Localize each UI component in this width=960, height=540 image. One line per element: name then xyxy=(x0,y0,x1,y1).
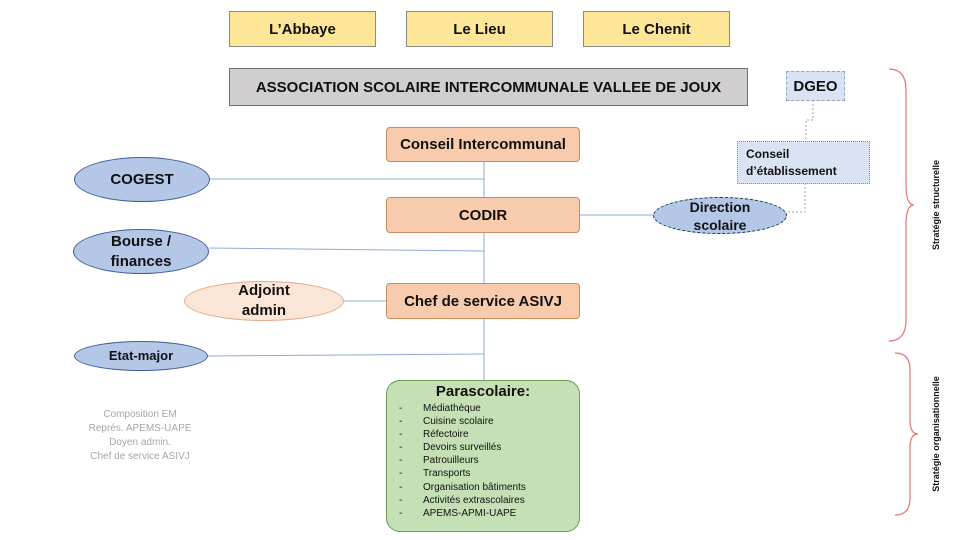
strategie-structurelle-wrapper: Stratégie structurelle xyxy=(876,160,960,250)
strategie-structurelle-label: Stratégie structurelle xyxy=(931,159,941,251)
parascolaire-item: -Organisation bâtiments xyxy=(399,481,526,493)
commune-le-chenit: Le Chenit xyxy=(583,11,730,47)
bourse-finances-ellipse: Bourse / finances xyxy=(73,229,209,274)
direction-scolaire-ellipse: Direction scolaire xyxy=(653,197,787,234)
strategie-organisationnelle-label: Stratégie organisationnelle xyxy=(931,376,941,492)
parascolaire-item: -Cuisine scolaire xyxy=(399,416,494,428)
adjoint-admin-ellipse: Adjoint admin xyxy=(184,281,344,321)
parascolaire-item: -Médiathèque xyxy=(399,403,481,414)
parascolaire-item: -Devoirs surveillés xyxy=(399,442,502,454)
adjoint-line1: Adjoint xyxy=(238,282,290,299)
parascolaire-title: Parascolaire: xyxy=(435,383,531,400)
commune-le-lieu: Le Lieu xyxy=(406,11,553,47)
parascolaire-item: -Réfectoire xyxy=(399,429,469,441)
parascolaire-item: -Transports xyxy=(399,468,471,480)
bourse-line1: Bourse / xyxy=(110,232,171,250)
composition-line: Doyen admin. xyxy=(109,437,171,448)
conseil-etablissement-line1: Conseil xyxy=(746,146,790,161)
conseil-etablissement-box: Conseil d’établissement xyxy=(737,141,870,184)
etat-major-connector xyxy=(207,353,485,357)
parascolaire-list: -Médiathèque -Cuisine scolaire -Réfectoi… xyxy=(387,402,579,520)
composition-em-note: Composition EM Représ. APEMS-UAPE Doyen … xyxy=(70,408,210,464)
chef-service-box: Chef de service ASIVJ xyxy=(386,283,580,319)
strategie-organisationnelle-wrapper: Stratégie organisationnelle xyxy=(871,376,960,492)
association-title: ASSOCIATION SCOLAIRE INTERCOMMUNALE VALL… xyxy=(229,68,748,106)
parascolaire-box: Parascolaire: -Médiathèque -Cuisine scol… xyxy=(386,380,580,532)
cogest-ellipse: COGEST xyxy=(74,157,210,202)
dgeo-box: DGEO xyxy=(786,71,845,101)
bourse-connector xyxy=(208,247,485,252)
dgeo-dotted-connector xyxy=(805,100,814,141)
etat-major-ellipse: Etat-major xyxy=(74,341,208,371)
strategie-structurelle-bracket xyxy=(888,68,915,342)
parascolaire-item: -Activités extrascolaires xyxy=(399,494,525,506)
adjoint-line2: admin xyxy=(241,302,287,319)
bourse-line2: finances xyxy=(110,252,172,270)
commune-labbaye: L’Abbaye xyxy=(229,11,376,47)
strategie-organisationnelle-bracket xyxy=(894,352,919,516)
conseil-intercommunal-box: Conseil Intercommunal xyxy=(386,127,580,162)
parascolaire-item: -APEMS-APMI-UAPE xyxy=(399,507,517,519)
conseil-etablissement-line2: d’établissement xyxy=(746,163,837,178)
composition-line: Composition EM xyxy=(103,409,177,420)
composition-line: Représ. APEMS-UAPE xyxy=(88,423,192,434)
parascolaire-item: -Patrouilleurs xyxy=(399,455,479,467)
codir-box: CODIR xyxy=(386,197,580,233)
direction-scolaire-line2: scolaire xyxy=(693,216,747,233)
direction-scolaire-line1: Direction xyxy=(689,198,751,215)
composition-line: Chef de service ASIVJ xyxy=(90,451,190,462)
conseil-dotted-connector xyxy=(786,183,806,213)
